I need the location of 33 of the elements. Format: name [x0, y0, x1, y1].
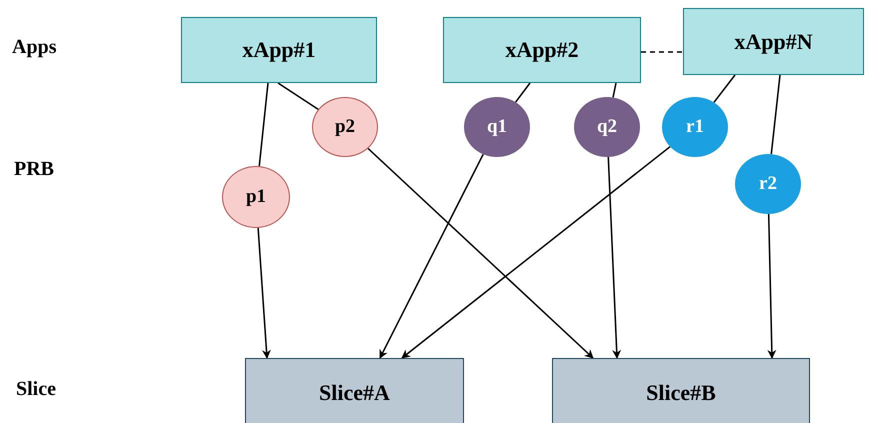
arrow — [608, 156, 622, 359]
slice-box — [552, 358, 810, 423]
connector-line — [641, 51, 683, 53]
prb-circle — [312, 97, 378, 157]
row-label: Slice — [16, 378, 56, 401]
connector-line — [515, 82, 531, 103]
node-label: r2 — [759, 173, 777, 195]
node-label: p1 — [246, 186, 266, 208]
connector-line — [258, 82, 269, 166]
node-label: q2 — [596, 116, 618, 138]
connector-line — [770, 74, 781, 154]
node-label: xApp#1 — [242, 37, 316, 63]
row-label: PRB — [14, 158, 54, 181]
arrow — [401, 146, 671, 359]
node-label: Slice#A — [319, 380, 390, 406]
arrow — [368, 148, 594, 359]
app-box — [181, 17, 377, 83]
connector-line — [612, 82, 617, 98]
connector-line — [713, 74, 736, 103]
connector-line — [278, 82, 319, 110]
arrow — [257, 228, 271, 359]
arrow — [767, 214, 776, 359]
node-label: p2 — [334, 116, 356, 138]
slice-box — [245, 358, 464, 423]
app-box — [683, 8, 864, 75]
node-label: q1 — [486, 116, 508, 138]
node-label: xApp#N — [734, 28, 813, 54]
node-label: r1 — [686, 116, 704, 138]
node-label: xApp#2 — [505, 37, 579, 63]
row-label: Apps — [12, 36, 56, 59]
app-box — [443, 17, 641, 83]
node-label: Slice#B — [646, 380, 716, 406]
arrow — [379, 154, 484, 359]
